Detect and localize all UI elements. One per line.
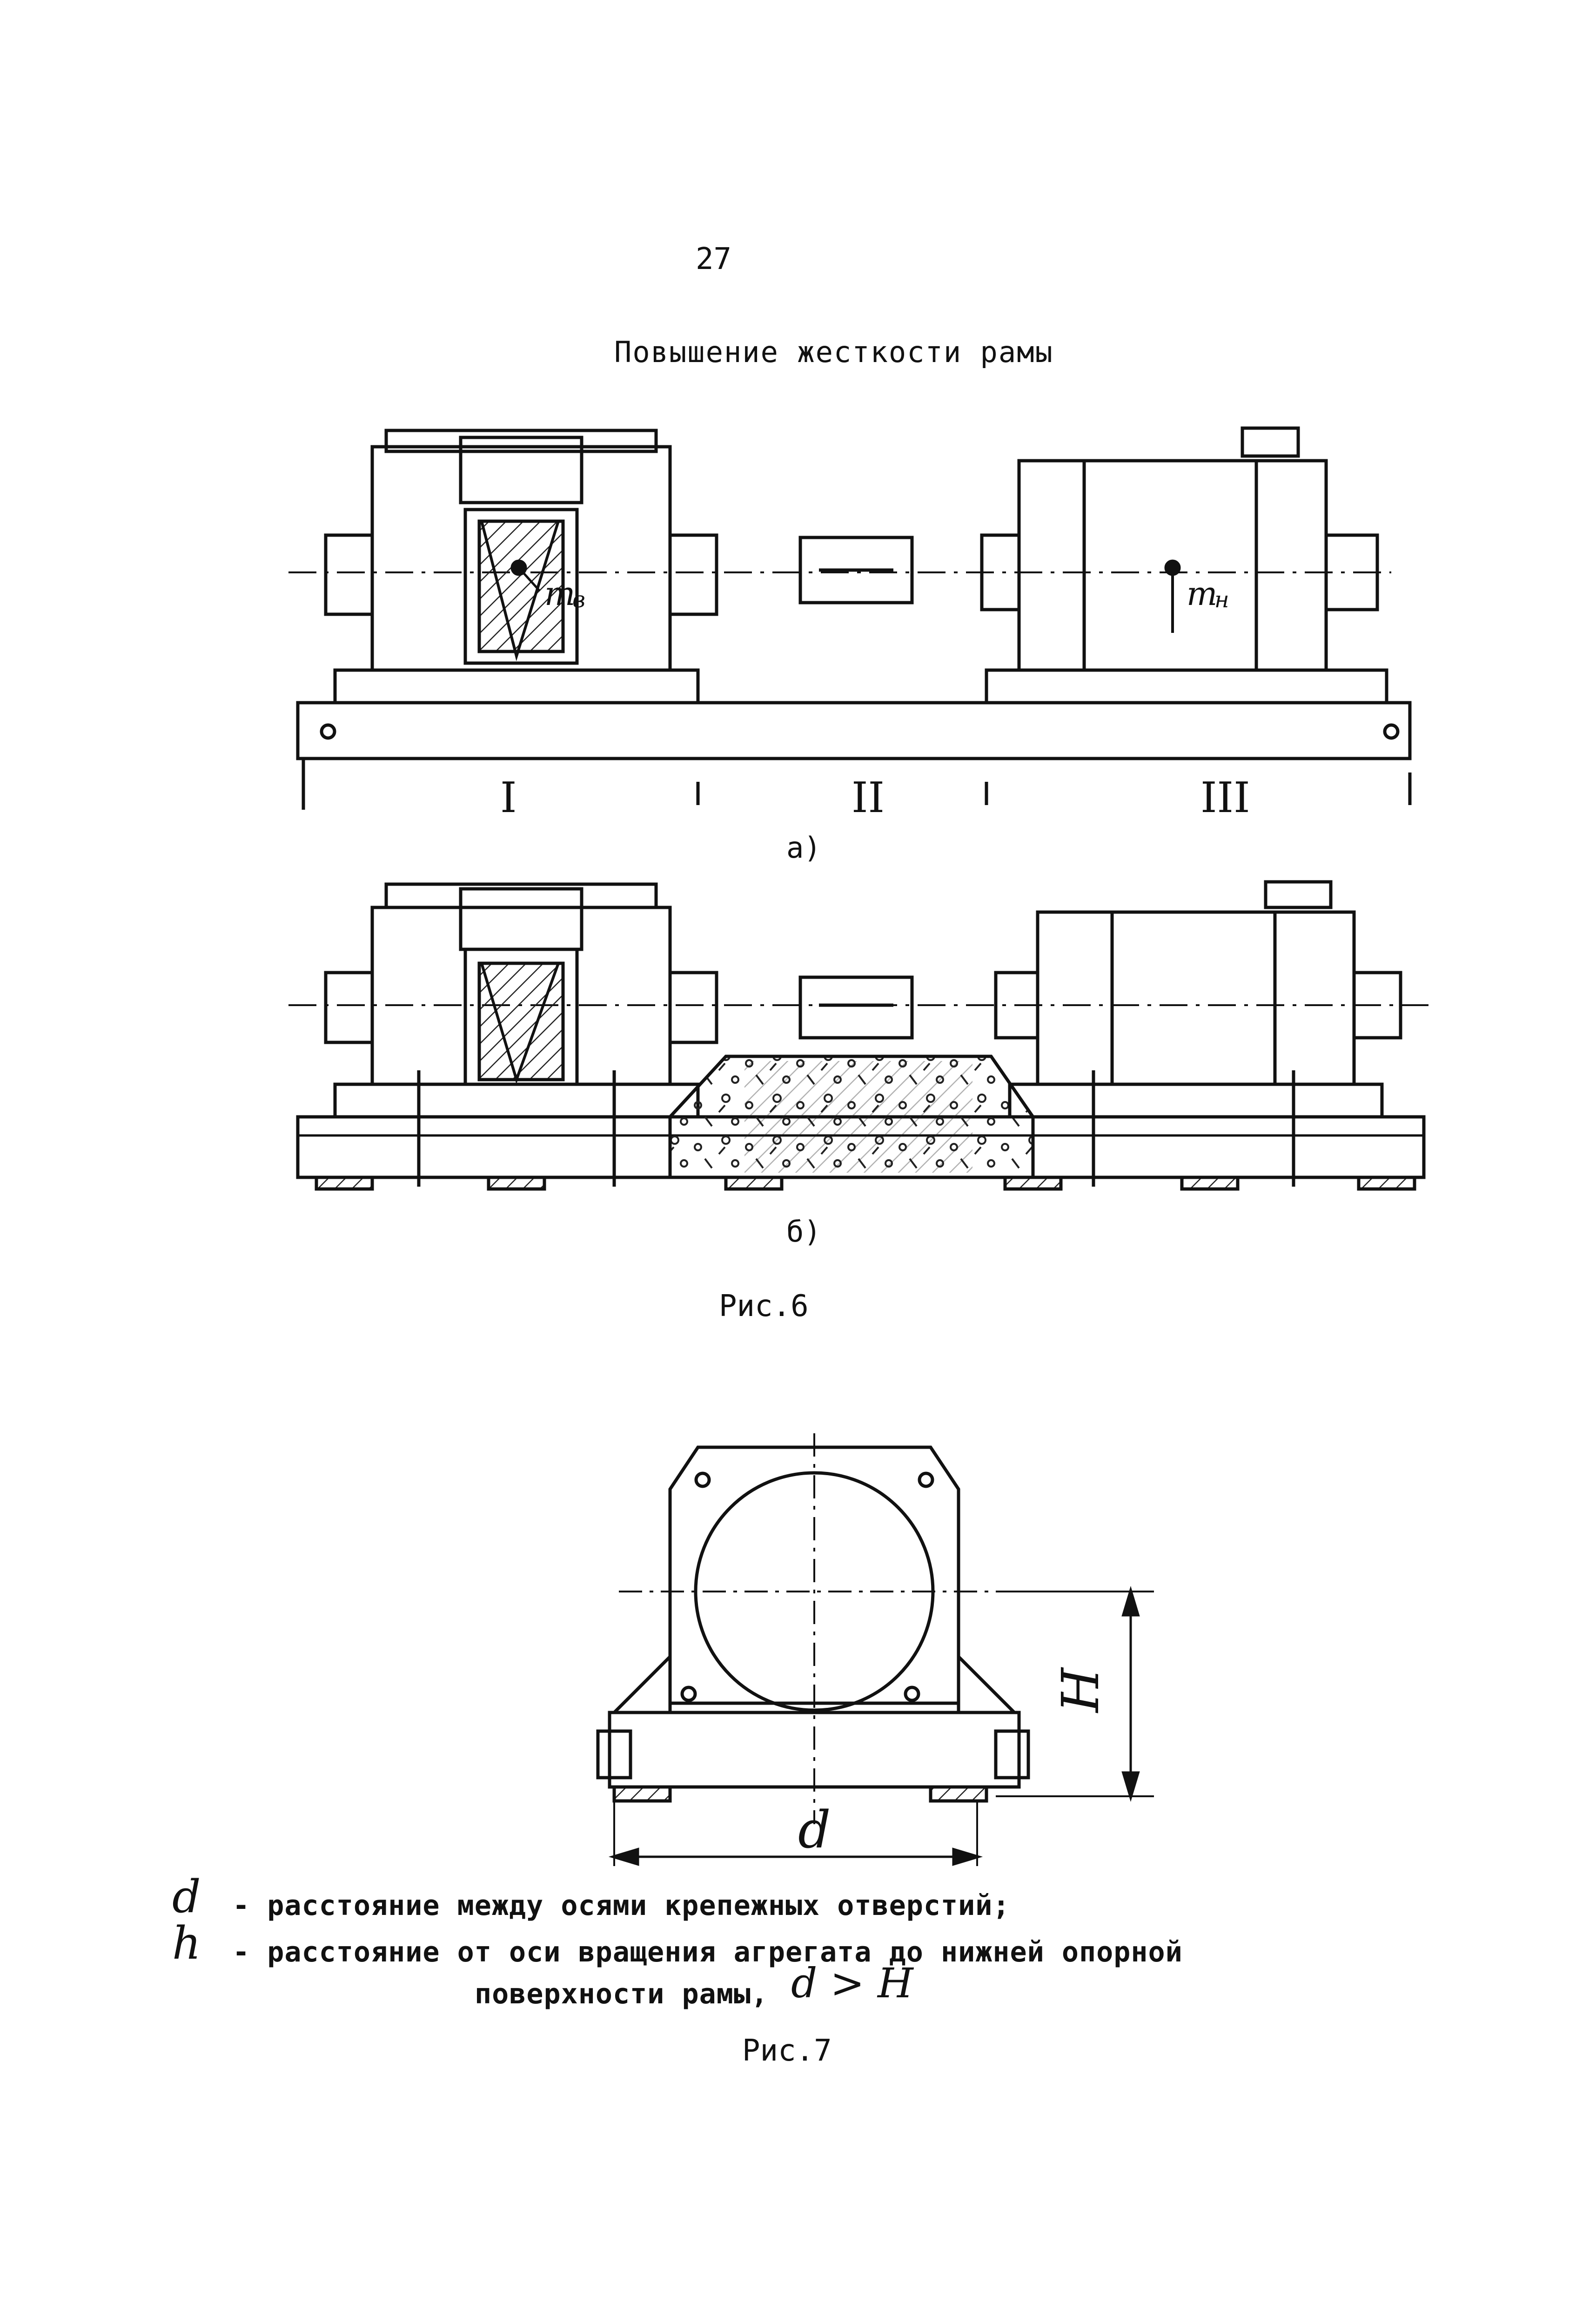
legend-h-symbol: h [172,1917,201,1969]
legend-inequality: d > H [791,1959,913,2007]
figure-7-caption: Рис.7 [742,2034,832,2068]
svg-text:I: I [500,773,517,822]
figure-7 [596,1433,1154,1866]
page-number: 27 [696,242,732,276]
figure-6a-label: а) [786,831,821,865]
mass-label-right: m [1187,575,1217,613]
legend-h-text-line1: - расстояние от оси вращения агрегата до… [233,1936,1183,1968]
legend-d-symbol: d [172,1871,201,1923]
figure-6-caption: Рис.6 [719,1289,809,1323]
dimension-d: d [798,1800,831,1860]
svg-text:II: II [852,773,885,822]
legend-h-text-line2: поверхности рамы, [475,1978,769,2010]
figure-6b [288,880,1428,1191]
mass-label-left: m [544,575,575,613]
svg-text:III: III [1200,773,1250,822]
mass-label-left-sub: в [572,587,585,613]
mass-label-right-sub: н [1214,587,1229,613]
page-heading: Повышение жесткости рамы [614,335,1053,369]
figure-6a: I II III [288,426,1412,822]
legend-d-text: - расстояние между осями крепежных отвер… [233,1889,1010,1922]
figure-6b-label: б) [786,1215,821,1249]
dimension-H: H [1051,1667,1110,1713]
